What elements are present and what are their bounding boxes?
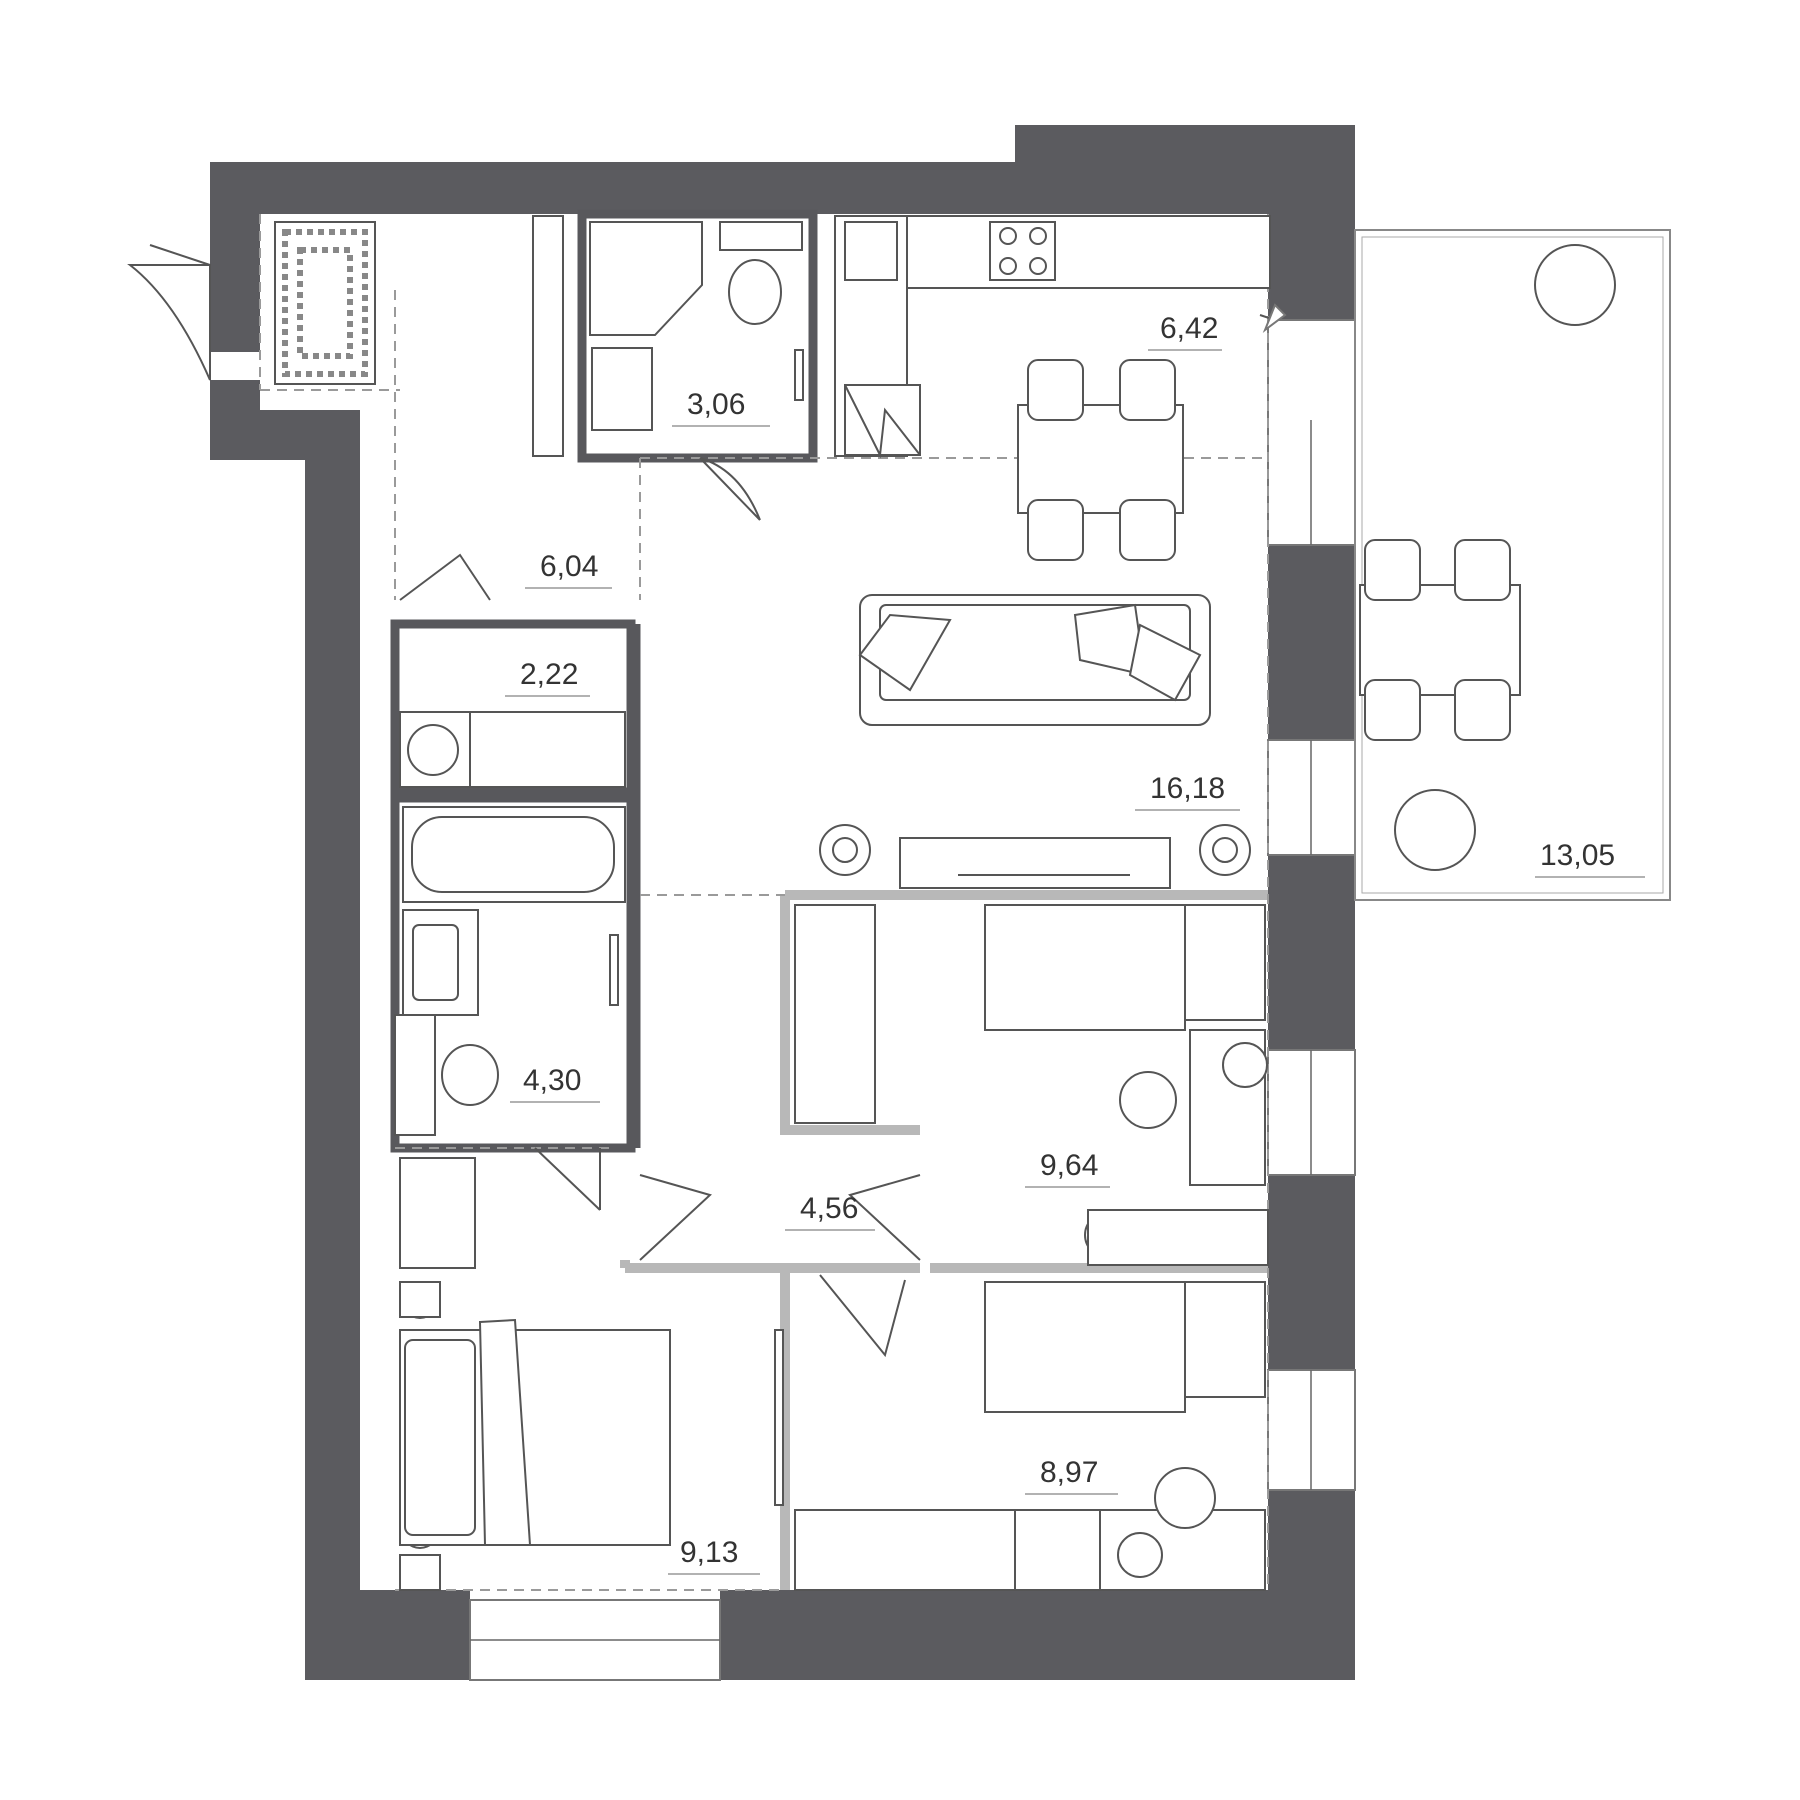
area-bath: 4,30	[523, 1064, 581, 1097]
storage-fixtures	[399, 711, 626, 788]
area-kids1: 9,64	[1040, 1149, 1098, 1182]
area-terrace: 13,05	[1540, 839, 1615, 872]
kids2-furniture	[794, 1281, 1266, 1591]
terrace-dining	[1359, 539, 1521, 741]
corridor-doors	[399, 553, 921, 1358]
area-storage: 2,22	[520, 658, 578, 691]
area-kids2: 8,97	[1040, 1456, 1098, 1489]
kitchen-unit	[834, 215, 1287, 459]
bath-fixtures	[394, 806, 626, 1211]
area-hall: 6,04	[540, 550, 598, 583]
zone-dividers	[259, 214, 1269, 1591]
entry-rug	[274, 221, 376, 385]
area-kitchen: 6,42	[1160, 312, 1218, 345]
area-labels: 6,04 3,06 6,42 2,22 16,18 4,30 4,56 9,64…	[505, 312, 1645, 1575]
light-partitions	[620, 890, 1268, 1590]
partition-walls	[390, 209, 818, 1153]
windows	[127, 244, 1356, 1681]
toilet-fixtures	[589, 221, 804, 521]
area-corridor: 4,56	[800, 1192, 858, 1225]
sofa	[858, 594, 1211, 726]
area-living: 16,18	[1150, 772, 1225, 805]
bedroom-furniture	[399, 1157, 784, 1591]
hall-wardrobe	[532, 215, 564, 457]
kids1-furniture	[794, 904, 1269, 1266]
area-bedroom: 9,13	[680, 1536, 738, 1569]
tv-unit	[899, 837, 1171, 889]
dining-table	[1017, 359, 1184, 561]
area-toilet: 3,06	[687, 388, 745, 421]
